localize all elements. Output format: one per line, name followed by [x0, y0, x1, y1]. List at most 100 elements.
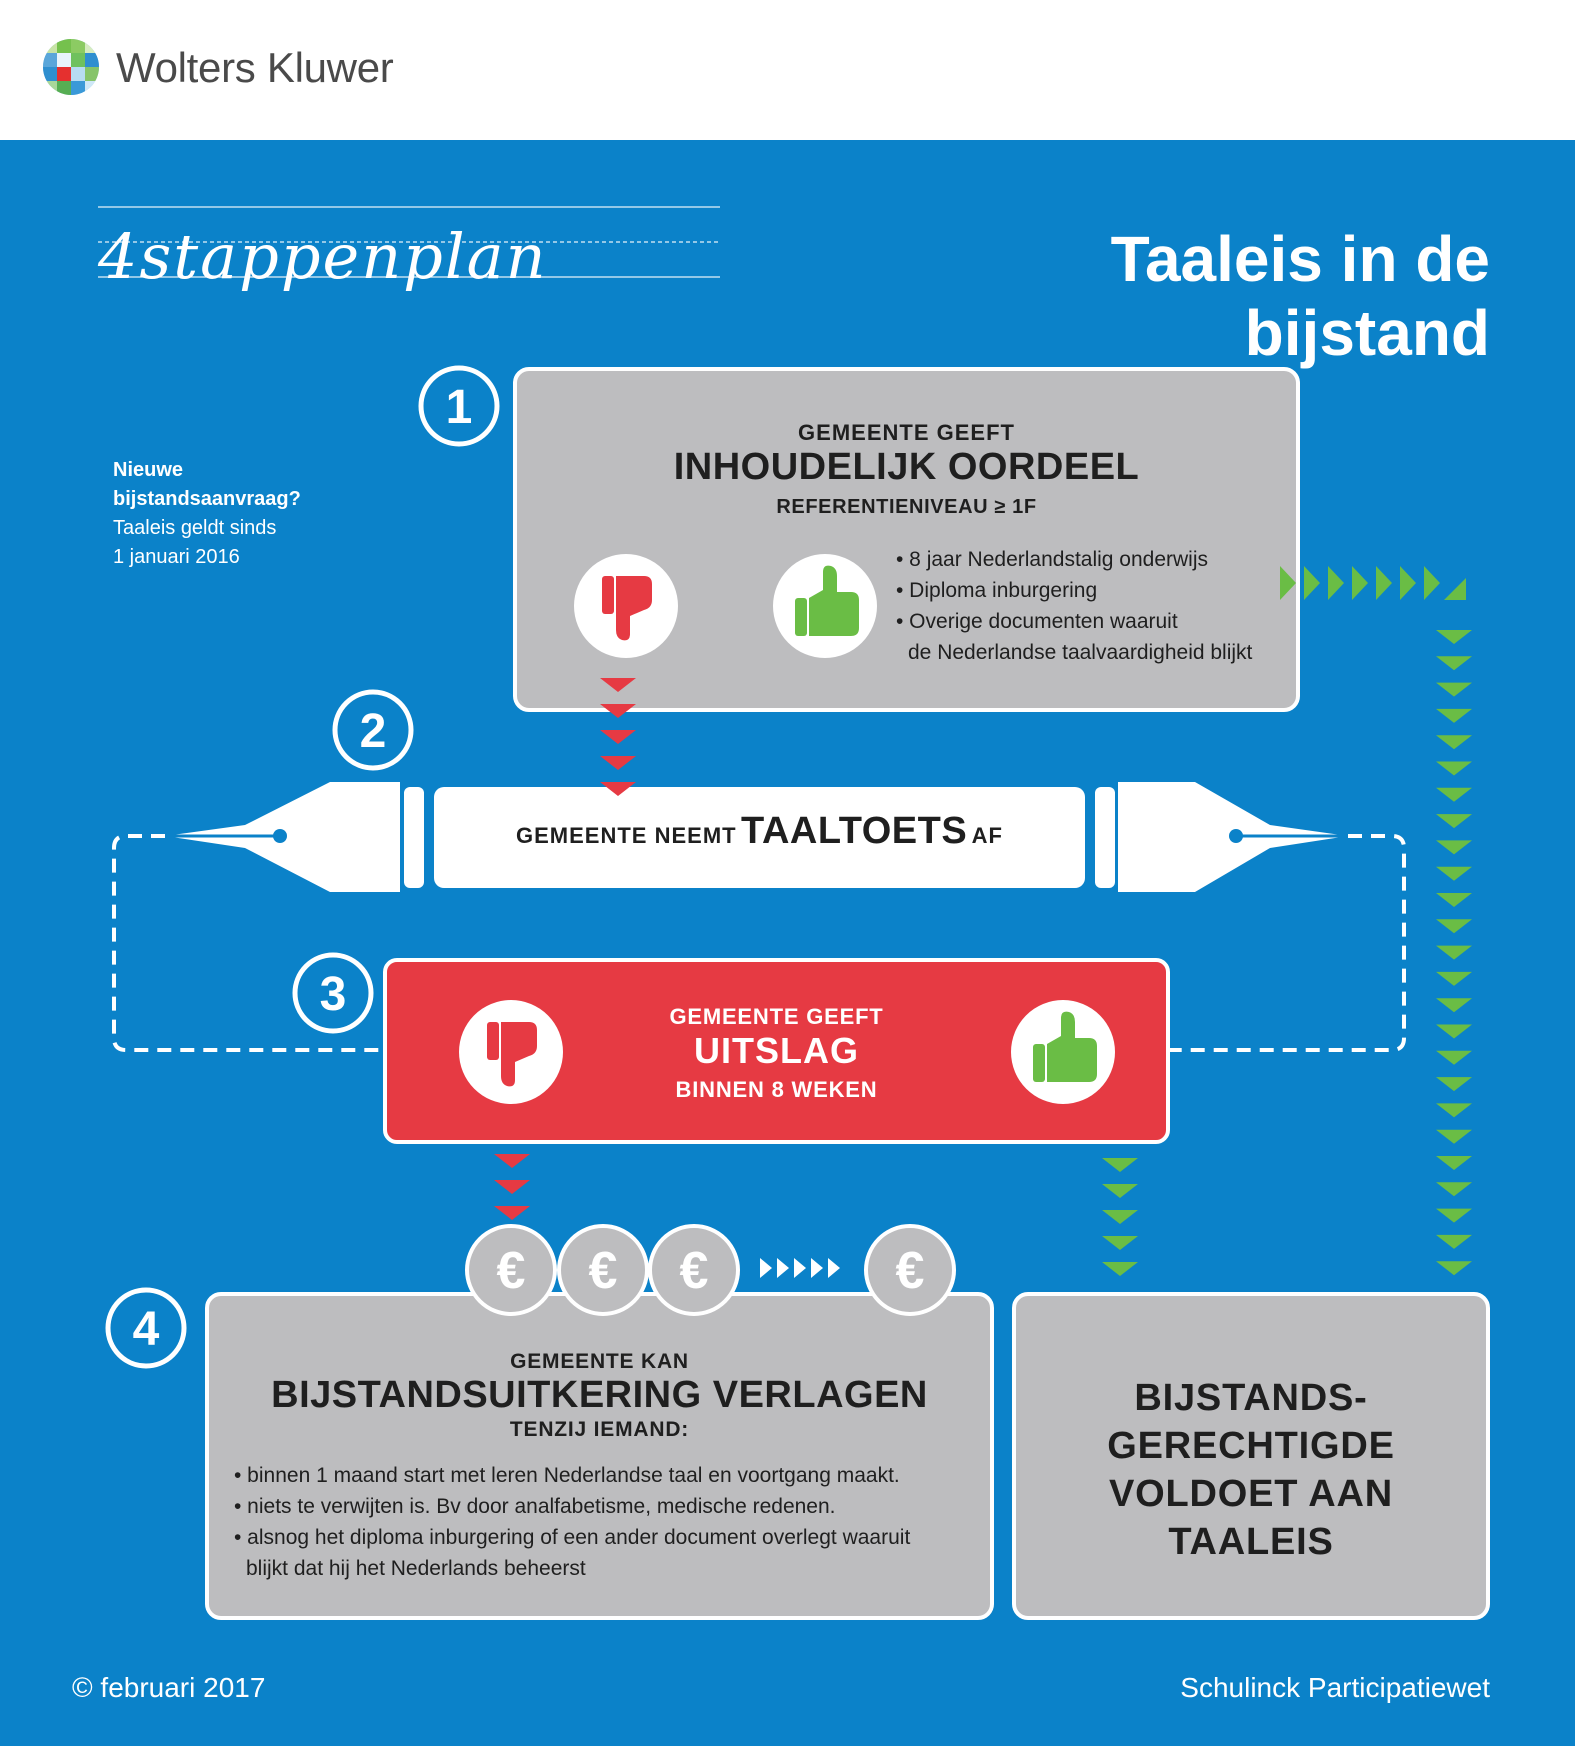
arrow-down-icon [1436, 840, 1472, 855]
footer-date: © februari 2017 [72, 1672, 266, 1703]
arrow-down-icon [1436, 630, 1472, 644]
list-item: • Overige documenten waaruit [896, 610, 1178, 633]
arrow-down-icon [1436, 656, 1472, 671]
arrow-down-icon [1436, 998, 1472, 1013]
step2-heading: TAALTOETS [741, 810, 968, 852]
arrow-down-icon [1436, 893, 1472, 907]
thumbs-up-icon [795, 565, 859, 636]
list-item: • 8 jaar Nederlandstalig onderwijs [896, 548, 1209, 571]
arrow-down-icon [1436, 814, 1472, 829]
arrow-down-icon [1436, 1208, 1472, 1223]
step3-heading: UITSLAG [694, 1030, 859, 1071]
arrow-down-icon [1436, 708, 1472, 723]
sidenote: Nieuwe bijstandsaanvraag? Taaleis geldt … [113, 456, 353, 572]
step-circle-2 [332, 689, 414, 771]
script-title: 4stappenplan [98, 220, 548, 293]
euro-coin-icon: € [648, 1224, 740, 1316]
result-line1: BIJSTANDS- [1134, 1377, 1368, 1419]
arrow-down-icon [1436, 761, 1472, 776]
euro-coin-icon: € [864, 1224, 956, 1316]
arrow-down-icon [494, 1154, 530, 1220]
arrow-down-icon [1436, 787, 1472, 802]
step4-sub: TENZIJ IEMAND: [509, 1418, 690, 1441]
step1-bullets: • 8 jaar Nederlandstalig onderwijs • Dip… [896, 544, 1296, 668]
euro-symbol: € [896, 1242, 925, 1300]
result-line2: GERECHTIGDE [1107, 1425, 1395, 1467]
euro-coin-icon: € [557, 1224, 649, 1316]
pen-nib-icon [1095, 782, 1348, 892]
thumbs-down-icon [487, 1022, 537, 1087]
step-circle-4 [105, 1287, 187, 1369]
euro-symbol: € [680, 1242, 709, 1300]
step-circle-3 [292, 952, 374, 1034]
sidenote-line2: bijstandsaanvraag? [113, 488, 301, 510]
dashed-loop [112, 834, 1406, 1052]
step4-lead: GEMEENTE KAN [510, 1350, 689, 1373]
arrow-down-icon [1436, 919, 1472, 934]
step3-sub: BINNEN 8 WEKEN [675, 1077, 878, 1102]
arrow-down-icon [1436, 866, 1472, 881]
arrow-down-icon [1436, 1182, 1472, 1197]
arrow-down-icon [1436, 1077, 1472, 1092]
list-item: • niets te verwijten is. Bv door analfab… [234, 1495, 836, 1518]
arrow-down-icon [1436, 682, 1472, 697]
euro-symbol: € [589, 1242, 618, 1300]
header-bar: Wolters Kluwer [0, 0, 1575, 140]
step1-heading: INHOUDELIJK OORDEEL [673, 446, 1140, 488]
pen-nib-icon [165, 782, 424, 892]
euro-symbol: € [497, 1242, 526, 1300]
brand-name: Wolters Kluwer [116, 44, 394, 91]
list-item: • binnen 1 maand start met leren Nederla… [234, 1464, 900, 1487]
thumbs-up-icon [1033, 1011, 1097, 1082]
script-guide-lines [98, 206, 720, 278]
step2-tail: AF [971, 823, 1003, 848]
step-circle-1 [418, 365, 500, 447]
arrow-down-icon [1436, 1156, 1472, 1170]
thumbs-down-icon [602, 576, 652, 641]
step2-text: GEMEENTE NEEMT TAALTOETS AF [434, 810, 1085, 853]
arrow-down-icon [1102, 1158, 1138, 1276]
step-number-3: 3 [319, 968, 347, 1021]
logo-mark [43, 39, 99, 95]
page-title: Taaleis in de bijstand [1110, 223, 1490, 369]
step-number-1: 1 [445, 381, 473, 434]
step2-bar [434, 787, 1085, 888]
step1-lead: GEMEENTE GEEFT [798, 420, 1015, 445]
step4-heading: BIJSTANDSUITKERING VERLAGEN [271, 1374, 928, 1416]
arrow-right-icon [760, 1258, 840, 1278]
sidenote-line3: Taaleis geldt sinds [113, 517, 277, 539]
arrow-down-icon [1436, 945, 1472, 960]
arrow-down-icon [600, 678, 636, 796]
footer-source: Schulinck Participatiewet [1180, 1672, 1490, 1703]
list-item: • Diploma inburgering [896, 579, 1098, 602]
arrow-down-icon [1436, 1050, 1472, 1065]
arrow-down-icon [1436, 735, 1472, 750]
step2-lead: GEMEENTE NEEMT [516, 823, 737, 848]
result-text: BIJSTANDS- GERECHTIGDE VOLDOET AAN TAALE… [1012, 1374, 1490, 1566]
step3-lead: GEMEENTE GEEFT [669, 1004, 884, 1029]
arrow-right-icon [1280, 566, 1466, 600]
arrow-down-icon [1436, 1261, 1472, 1276]
result-line4: TAALEIS [1168, 1521, 1334, 1563]
list-item: blijkt dat hij het Nederlands beheerst [246, 1557, 586, 1580]
arrow-down-icon [1436, 971, 1472, 986]
arrow-down-icon [1436, 630, 1472, 1276]
arrow-down-icon [1436, 1129, 1472, 1144]
sidenote-line1: Nieuwe [113, 459, 184, 481]
result-box [1012, 1292, 1490, 1620]
result-line3: VOLDOET AAN [1109, 1473, 1393, 1515]
arrow-down-icon [1436, 1234, 1472, 1249]
arrow-down-icon [1436, 1024, 1472, 1039]
arrow-down-icon [1436, 1103, 1472, 1118]
euro-coin-icon: € [465, 1224, 557, 1316]
list-item: • alsnog het diploma inburgering of een … [234, 1526, 911, 1549]
step-number-2: 2 [359, 705, 387, 758]
euro-coin-icon: € € € € [465, 1224, 956, 1316]
list-item: de Nederlandse taalvaardigheid blijkt [908, 641, 1253, 664]
step-number-4: 4 [132, 1303, 160, 1356]
step4-box [205, 1292, 994, 1620]
step4-bullets: • binnen 1 maand start met leren Nederla… [234, 1460, 974, 1584]
